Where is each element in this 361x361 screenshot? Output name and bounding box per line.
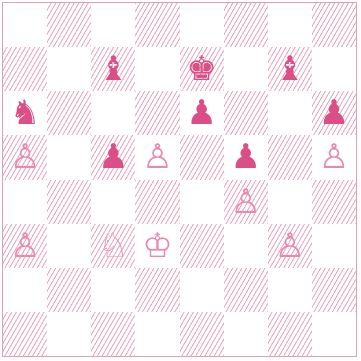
square-h2[interactable] xyxy=(312,268,356,312)
square-h3[interactable] xyxy=(312,224,356,268)
black-pawn-icon[interactable]: ♟ xyxy=(230,140,260,174)
square-d7[interactable] xyxy=(135,47,179,91)
square-c1[interactable] xyxy=(91,312,135,356)
white-king-icon[interactable]: ♔ xyxy=(142,229,172,263)
black-pawn-icon[interactable]: ♟ xyxy=(186,96,216,130)
square-a8[interactable] xyxy=(3,3,47,47)
square-d2[interactable] xyxy=(135,268,179,312)
square-h1[interactable] xyxy=(312,312,356,356)
black-knight-icon[interactable]: ♞ xyxy=(10,96,40,130)
square-h4[interactable] xyxy=(312,180,356,224)
square-e4[interactable] xyxy=(180,180,224,224)
square-g3[interactable]: ♙ xyxy=(268,224,312,268)
square-f6[interactable] xyxy=(224,91,268,135)
square-e2[interactable] xyxy=(180,268,224,312)
square-g4[interactable] xyxy=(268,180,312,224)
square-c6[interactable] xyxy=(91,91,135,135)
square-h6[interactable]: ♟ xyxy=(312,91,356,135)
square-c3[interactable]: ♘ xyxy=(91,224,135,268)
square-a6[interactable]: ♞ xyxy=(3,91,47,135)
square-e1[interactable] xyxy=(180,312,224,356)
square-d5[interactable]: ♙ xyxy=(135,135,179,179)
white-pawn-icon[interactable]: ♙ xyxy=(230,185,260,219)
square-h8[interactable] xyxy=(312,3,356,47)
square-g2[interactable] xyxy=(268,268,312,312)
square-g6[interactable] xyxy=(268,91,312,135)
square-f8[interactable] xyxy=(224,3,268,47)
square-c2[interactable] xyxy=(91,268,135,312)
white-pawn-icon[interactable]: ♙ xyxy=(10,229,40,263)
square-d1[interactable] xyxy=(135,312,179,356)
square-b1[interactable] xyxy=(47,312,91,356)
square-b4[interactable] xyxy=(47,180,91,224)
black-bishop-icon[interactable]: ♝ xyxy=(98,52,128,86)
white-pawn-icon[interactable]: ♙ xyxy=(275,229,305,263)
square-e7[interactable]: ♚ xyxy=(180,47,224,91)
square-c8[interactable] xyxy=(91,3,135,47)
square-b6[interactable] xyxy=(47,91,91,135)
square-a3[interactable]: ♙ xyxy=(3,224,47,268)
square-d4[interactable] xyxy=(135,180,179,224)
square-e5[interactable] xyxy=(180,135,224,179)
square-b8[interactable] xyxy=(47,3,91,47)
square-e3[interactable] xyxy=(180,224,224,268)
chess-board: ♝ ♚ ♝ ♞ ♟ ♟ ♙ ♟ ♙ ♟ ♙ ♙ ♙ ♘ ♔ ♙ xyxy=(2,2,357,357)
square-c7[interactable]: ♝ xyxy=(91,47,135,91)
square-a7[interactable] xyxy=(3,47,47,91)
square-c5[interactable]: ♟ xyxy=(91,135,135,179)
black-king-icon[interactable]: ♚ xyxy=(186,52,216,86)
square-d6[interactable] xyxy=(135,91,179,135)
square-d8[interactable] xyxy=(135,3,179,47)
square-e6[interactable]: ♟ xyxy=(180,91,224,135)
square-h7[interactable] xyxy=(312,47,356,91)
square-f7[interactable] xyxy=(224,47,268,91)
square-g7[interactable]: ♝ xyxy=(268,47,312,91)
square-h5[interactable]: ♙ xyxy=(312,135,356,179)
square-f4[interactable]: ♙ xyxy=(224,180,268,224)
white-pawn-icon[interactable]: ♙ xyxy=(142,140,172,174)
square-g8[interactable] xyxy=(268,3,312,47)
square-f3[interactable] xyxy=(224,224,268,268)
white-pawn-icon[interactable]: ♙ xyxy=(319,140,349,174)
square-f1[interactable] xyxy=(224,312,268,356)
square-a4[interactable] xyxy=(3,180,47,224)
white-knight-icon[interactable]: ♘ xyxy=(98,229,128,263)
square-b2[interactable] xyxy=(47,268,91,312)
square-f5[interactable]: ♟ xyxy=(224,135,268,179)
square-b3[interactable] xyxy=(47,224,91,268)
square-b7[interactable] xyxy=(47,47,91,91)
square-a5[interactable]: ♙ xyxy=(3,135,47,179)
square-e8[interactable] xyxy=(180,3,224,47)
black-pawn-icon[interactable]: ♟ xyxy=(319,96,349,130)
square-b5[interactable] xyxy=(47,135,91,179)
white-pawn-icon[interactable]: ♙ xyxy=(10,140,40,174)
square-g5[interactable] xyxy=(268,135,312,179)
square-a2[interactable] xyxy=(3,268,47,312)
square-g1[interactable] xyxy=(268,312,312,356)
black-pawn-icon[interactable]: ♟ xyxy=(98,140,128,174)
square-d3[interactable]: ♔ xyxy=(135,224,179,268)
black-bishop-icon[interactable]: ♝ xyxy=(275,52,305,86)
square-a1[interactable] xyxy=(3,312,47,356)
square-f2[interactable] xyxy=(224,268,268,312)
square-c4[interactable] xyxy=(91,180,135,224)
